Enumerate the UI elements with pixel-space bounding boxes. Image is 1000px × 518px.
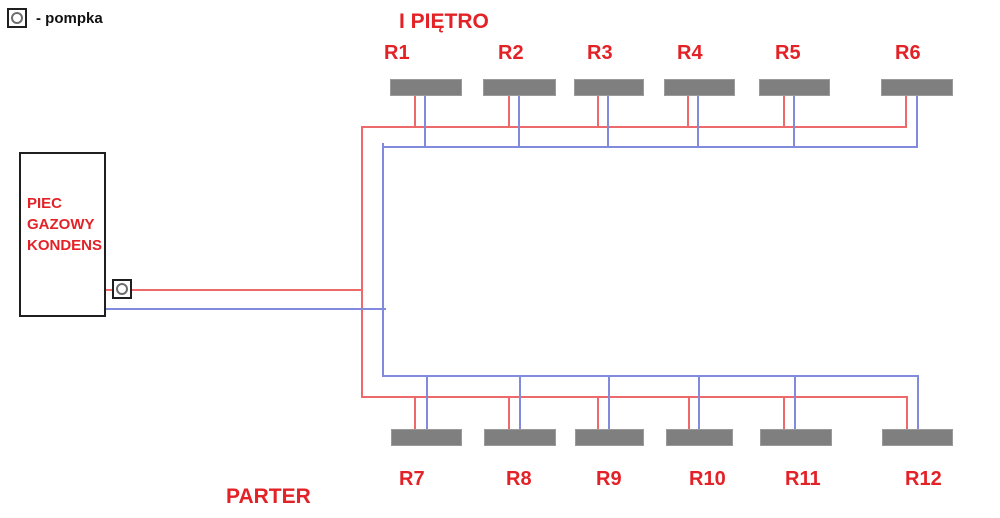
supply-stub-r8: [508, 396, 510, 429]
radiator-r9: [575, 429, 644, 446]
supply-stub-r2: [508, 96, 510, 128]
radiator-label-r4: R4: [677, 42, 703, 64]
boiler-label-line1: PIEC: [27, 195, 63, 212]
radiator-label-r2: R2: [498, 42, 524, 64]
supply-riser: [361, 126, 363, 398]
radiator-label-r7: R7: [399, 468, 425, 490]
return-stub-r11: [794, 375, 796, 429]
supply-stub-r9: [597, 396, 599, 429]
supply-pipe-from-boiler: [106, 289, 362, 291]
return-riser: [382, 143, 384, 377]
pump-circle-icon: [116, 283, 128, 295]
return-stub-r9: [608, 375, 610, 429]
radiator-r10: [666, 429, 733, 446]
radiator-r7: [391, 429, 462, 446]
radiator-label-r12: R12: [905, 468, 942, 490]
radiator-label-r11: R11: [785, 468, 821, 490]
supply-stub-r1: [414, 96, 416, 128]
supply-stub-r10: [688, 396, 690, 429]
radiator-r5: [759, 79, 830, 96]
return-stub-r10: [698, 375, 700, 429]
boiler-box: PIEC GAZOWY KONDENS: [19, 152, 106, 317]
return-stub-r2: [518, 96, 520, 148]
radiator-label-r9: R9: [596, 468, 622, 490]
radiator-r11: [760, 429, 832, 446]
return-stub-r5: [793, 96, 795, 148]
legend: - pompka: [7, 8, 103, 28]
return-stub-r6: [916, 96, 918, 148]
radiator-label-r1: R1: [384, 42, 410, 64]
return-pipe-to-boiler: [105, 308, 386, 310]
radiator-r2: [483, 79, 556, 96]
return-stub-r3: [607, 96, 609, 148]
supply-stub-r4: [687, 96, 689, 128]
radiator-r4: [664, 79, 735, 96]
return-main-top: [382, 146, 918, 148]
radiator-label-r5: R5: [775, 42, 801, 64]
return-stub-r7: [426, 375, 428, 429]
radiator-label-r8: R8: [506, 468, 532, 490]
radiator-label-r6: R6: [895, 42, 921, 64]
return-stub-r12: [917, 375, 919, 429]
boiler-label-line3: KONDENS: [27, 237, 103, 254]
return-stub-r1: [424, 96, 426, 148]
return-main-bottom: [382, 375, 919, 377]
pump-icon: [7, 8, 27, 28]
supply-stub-r6: [905, 96, 907, 128]
radiator-r3: [574, 79, 644, 96]
radiator-r12: [882, 429, 953, 446]
return-stub-r8: [519, 375, 521, 429]
radiator-r8: [484, 429, 556, 446]
radiator-label-r3: R3: [587, 42, 613, 64]
supply-main-top: [361, 126, 907, 128]
radiator-r6: [881, 79, 953, 96]
return-stub-r4: [697, 96, 699, 148]
supply-stub-r3: [597, 96, 599, 128]
ground-floor-title: PARTER: [226, 485, 311, 508]
supply-stub-r5: [783, 96, 785, 128]
radiator-label-r10: R10: [689, 468, 726, 490]
supply-stub-r11: [783, 396, 785, 429]
radiator-r1: [390, 79, 462, 96]
supply-stub-r12: [906, 396, 908, 429]
first-floor-title: I PIĘTRO: [399, 10, 489, 33]
pump-icon: [112, 279, 132, 299]
pump-circle-icon: [11, 12, 23, 24]
supply-stub-r7: [414, 396, 416, 429]
supply-main-bottom: [361, 396, 907, 398]
legend-label: - pompka: [36, 9, 103, 27]
boiler-label-line2: GAZOWY: [27, 216, 95, 233]
